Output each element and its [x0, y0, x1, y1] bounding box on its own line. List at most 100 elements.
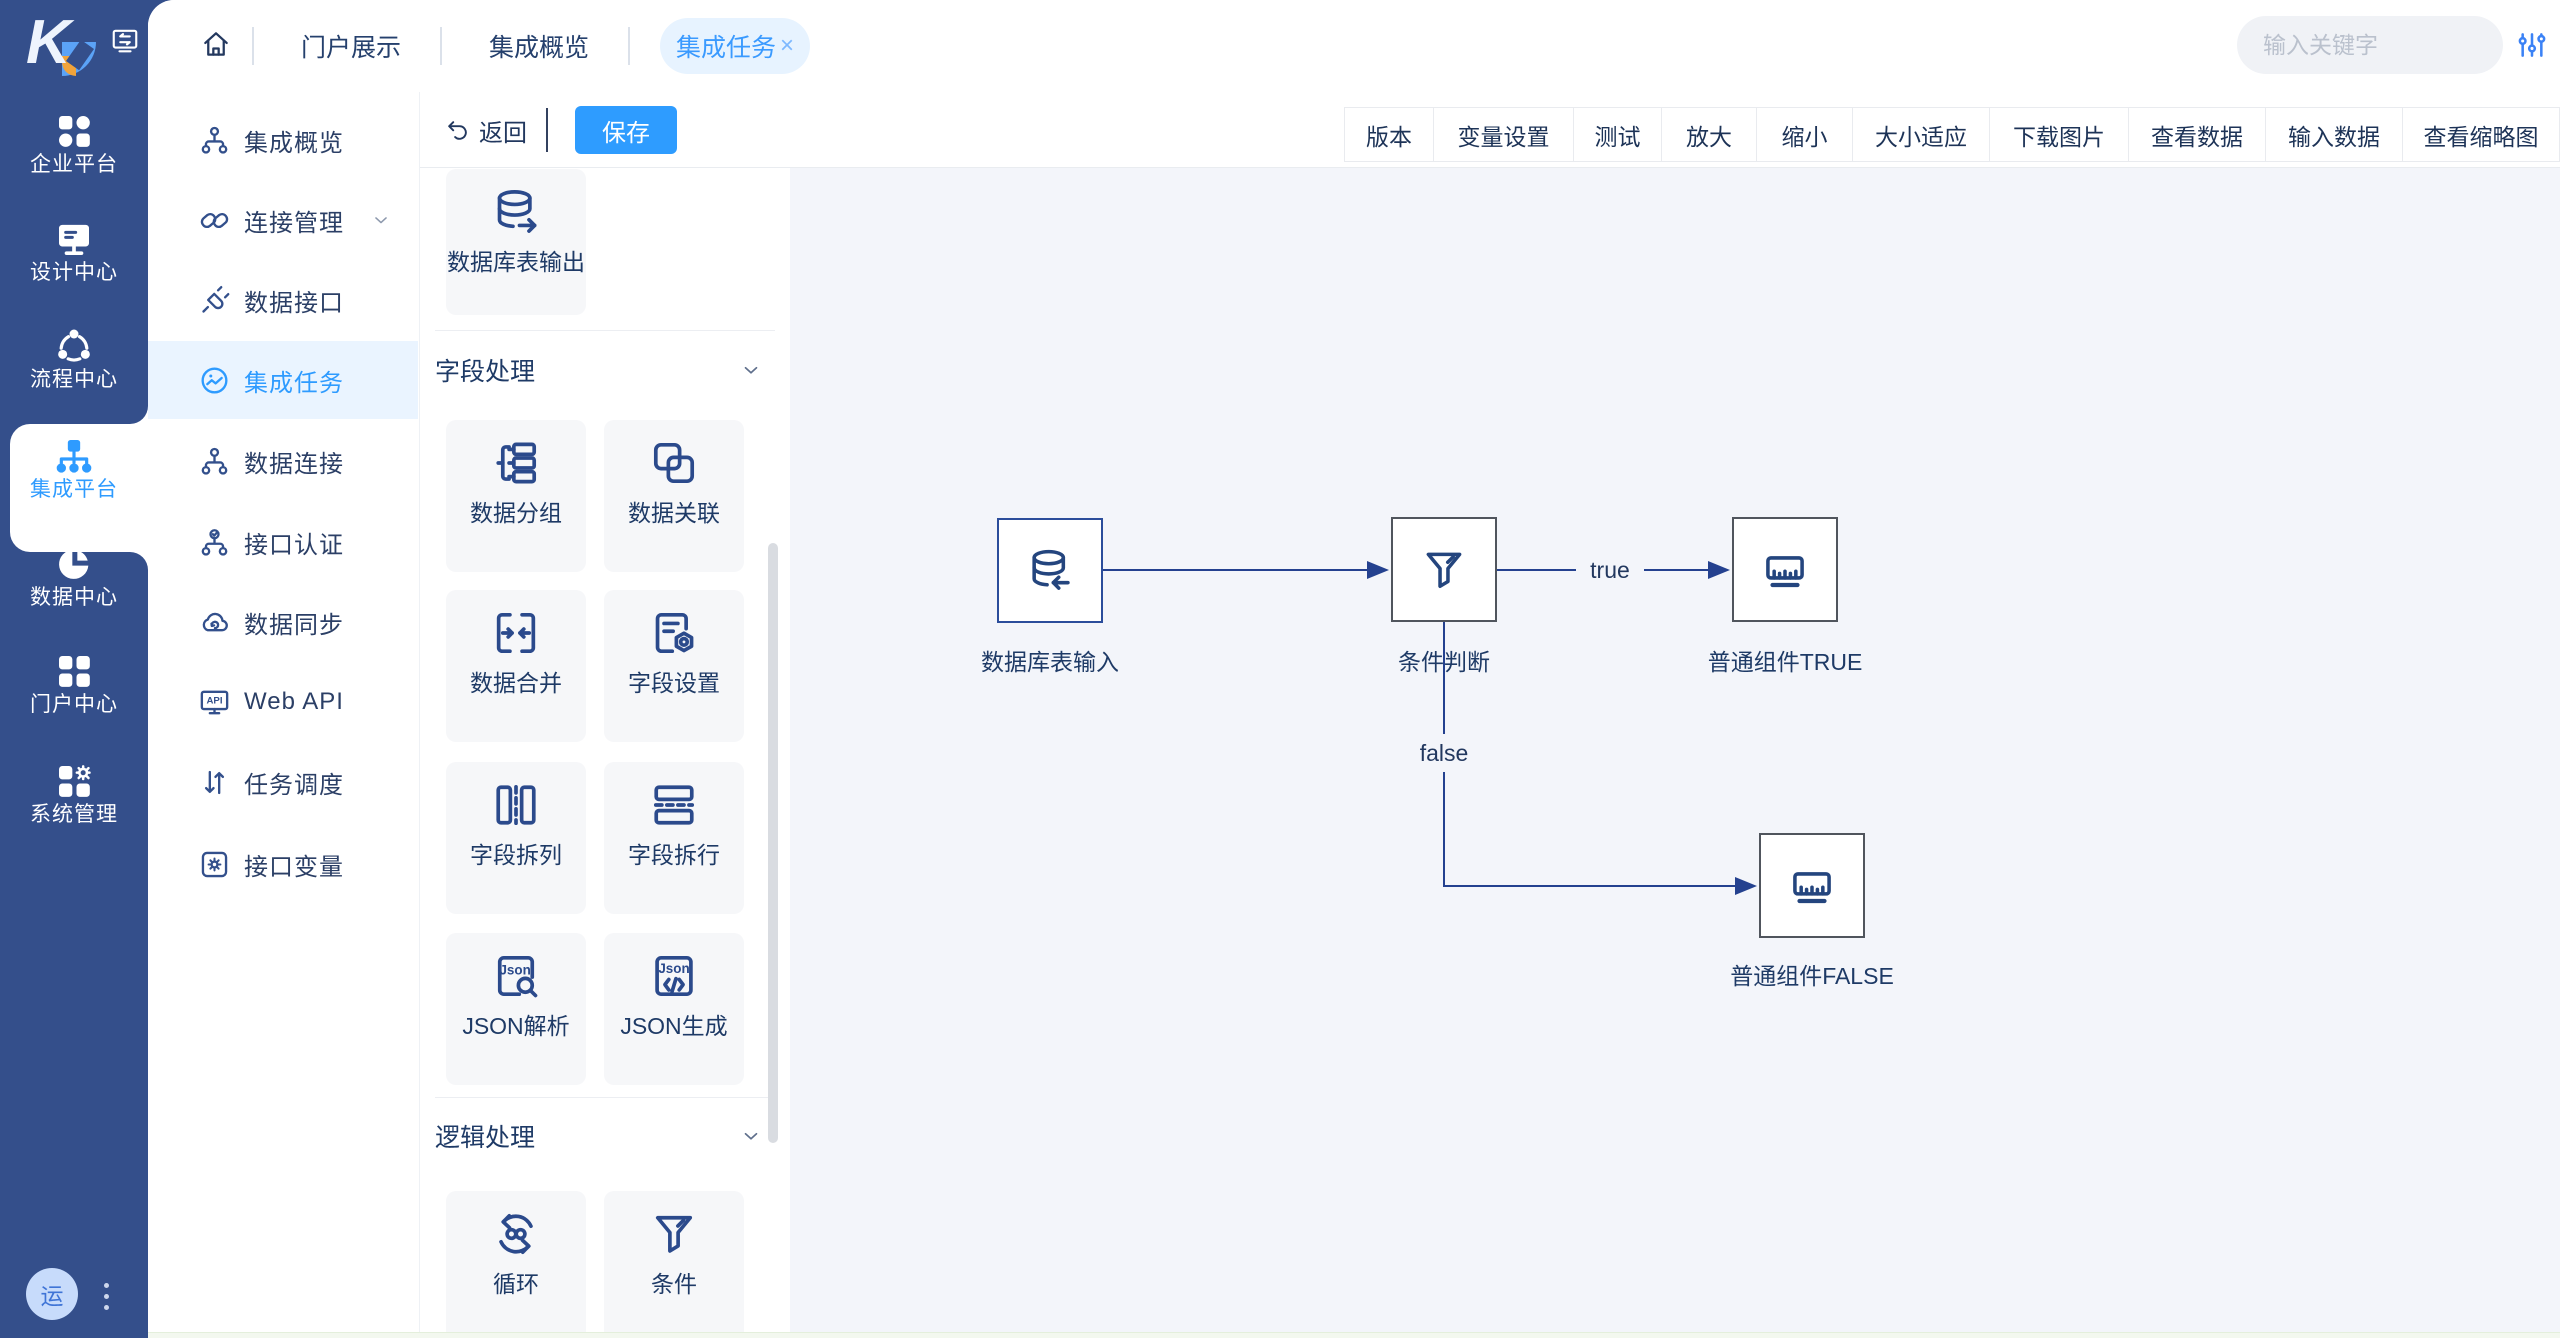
- task-icon: [198, 364, 231, 397]
- palette-item-data-merge[interactable]: 数据合并: [446, 590, 586, 742]
- design-center-icon: [54, 219, 94, 259]
- apps-icon: [54, 111, 94, 151]
- node-label: 普通组件FALSE: [1730, 963, 1894, 989]
- download-image-button[interactable]: 下载图片: [1989, 108, 2128, 161]
- tab-notch: [130, 552, 148, 570]
- menu-item-label: 集成任务: [244, 369, 344, 397]
- menu-item-task-schedule[interactable]: 任务调度: [148, 743, 418, 821]
- palette-scrollbar[interactable]: [768, 543, 778, 1143]
- back-button[interactable]: 返回: [444, 112, 527, 148]
- zoom-in-button[interactable]: 放大: [1661, 108, 1756, 161]
- flow-canvas[interactable]: 数据库表输入 条件判断 普通组件TRUE 普通组件FALSE true fals…: [790, 168, 2560, 1332]
- test-button[interactable]: 测试: [1573, 108, 1661, 161]
- menu-item-data-connection[interactable]: 数据连接: [148, 422, 418, 500]
- sidebar-item-enterprise[interactable]: 企业平台: [0, 111, 148, 177]
- palette-item-label: 条件: [651, 1271, 697, 1297]
- bottom-strip: [148, 1332, 2560, 1338]
- menu-item-data-sync[interactable]: 数据同步: [148, 583, 418, 661]
- palette-item-data-relate[interactable]: 数据关联: [604, 420, 744, 572]
- palette-item-data-group[interactable]: 数据分组: [446, 420, 586, 572]
- palette-item-split-column[interactable]: 字段拆列: [446, 762, 586, 914]
- sidebar-item-process-center[interactable]: 流程中心: [0, 326, 148, 392]
- version-button[interactable]: 版本: [1366, 123, 1412, 150]
- menu-item-label: 数据连接: [244, 450, 344, 478]
- sidebar-collapse-icon[interactable]: [110, 26, 140, 56]
- primary-sidebar: K 企业平台 设计中心 流程中心 集成平台 数据中心 门户中心: [0, 0, 148, 1338]
- filter-sliders-icon[interactable]: [2516, 29, 2548, 61]
- palette-item-condition[interactable]: 条件: [604, 1191, 744, 1332]
- menu-item-integration-overview[interactable]: 集成概览: [148, 101, 418, 179]
- work-area: 返回 保存 版本 变量设置 测试 放大 缩小 大小适应 下载图片 查看数据 输入…: [420, 92, 2560, 1332]
- node-component-true[interactable]: [1732, 517, 1838, 622]
- json-generate-icon: Json: [648, 950, 700, 1002]
- user-avatar[interactable]: 运: [26, 1268, 78, 1320]
- sidebar-item-integration-platform[interactable]: 集成平台: [0, 436, 148, 502]
- palette-item-json-generate[interactable]: Json JSON生成: [604, 933, 744, 1085]
- split-row-icon: [648, 779, 700, 831]
- menu-item-connection-management[interactable]: 连接管理: [148, 181, 418, 259]
- view-data-button[interactable]: 查看数据: [2128, 108, 2265, 161]
- cloud-sync-icon: [198, 606, 231, 639]
- designer-content: 数据库表输出 字段处理 数据分组 数据关联: [420, 168, 2560, 1332]
- sidebar-item-label: 设计中心: [30, 261, 118, 284]
- org-icon: [198, 124, 231, 157]
- header-separator: [252, 27, 254, 65]
- search-input[interactable]: [2263, 31, 2559, 59]
- palette-item-split-row[interactable]: 字段拆行: [604, 762, 744, 914]
- palette-item-json-parse[interactable]: Json JSON解析: [446, 933, 586, 1085]
- section-logic-processing[interactable]: 逻辑处理: [435, 1116, 775, 1156]
- flow-edges: [1103, 561, 1757, 895]
- tab-notch: [130, 406, 148, 424]
- sidebar-item-system-management[interactable]: 系统管理: [0, 761, 148, 827]
- chevron-down-icon: [370, 209, 392, 231]
- sidebar-item-design-center[interactable]: 设计中心: [0, 219, 148, 285]
- palette-item-loop[interactable]: 循环: [446, 1191, 586, 1332]
- org-icon: [198, 445, 231, 478]
- content-panel: 门户展示 集成概览 集成任务 × 集成概览 连接管理: [148, 0, 2560, 1332]
- node-label: 条件判断: [1398, 649, 1490, 675]
- sidebar-item-portal-center[interactable]: 门户中心: [0, 651, 148, 717]
- sidebar-item-label: 数据中心: [30, 586, 118, 609]
- db-output-icon: [490, 186, 542, 238]
- view-thumbnail-button[interactable]: 查看缩略图: [2402, 108, 2559, 161]
- data-center-icon: [54, 544, 94, 584]
- tab-integration-task-active[interactable]: 集成任务 ×: [660, 18, 810, 74]
- node-label: 数据库表输入: [981, 649, 1119, 675]
- svg-text:Json: Json: [658, 961, 689, 976]
- menu-item-web-api[interactable]: API Web API: [148, 663, 418, 741]
- tab-portal-display[interactable]: 门户展示: [300, 34, 401, 62]
- input-data-button[interactable]: 输入数据: [2265, 108, 2402, 161]
- more-options-icon[interactable]: [96, 1276, 116, 1316]
- menu-item-label: 接口认证: [244, 531, 344, 559]
- db-input-icon: [1025, 546, 1075, 596]
- section-field-processing[interactable]: 字段处理: [435, 350, 775, 390]
- secondary-sidebar: 集成概览 连接管理 数据接口 集成任务 数据连接 接口认证: [148, 92, 420, 1332]
- close-icon[interactable]: ×: [780, 32, 795, 59]
- portal-center-icon: [54, 651, 94, 691]
- palette-item-label: 数据分组: [470, 500, 562, 526]
- menu-item-integration-task[interactable]: 集成任务: [148, 341, 418, 419]
- node-db-input[interactable]: [997, 518, 1103, 623]
- node-component-false[interactable]: [1759, 833, 1865, 938]
- palette-item-label: 数据合并: [470, 670, 562, 696]
- menu-item-label: Web API: [244, 688, 344, 715]
- menu-item-interface-variable[interactable]: 接口变量: [148, 825, 418, 903]
- palette-item-field-settings[interactable]: 字段设置: [604, 590, 744, 742]
- merge-icon: [490, 607, 542, 659]
- sidebar-item-data-center[interactable]: 数据中心: [0, 544, 148, 610]
- menu-item-interface-auth[interactable]: 接口认证: [148, 503, 418, 581]
- palette-item-label: JSON解析: [462, 1013, 570, 1039]
- top-header: 门户展示 集成概览 集成任务 ×: [148, 0, 2560, 92]
- save-button[interactable]: 保存: [575, 106, 677, 154]
- menu-item-data-interface[interactable]: 数据接口: [148, 261, 418, 339]
- palette-item-db-output[interactable]: 数据库表输出: [446, 169, 586, 315]
- home-icon[interactable]: [200, 28, 232, 60]
- json-parse-icon: Json: [490, 950, 542, 1002]
- fit-size-button[interactable]: 大小适应: [1852, 108, 1989, 161]
- variable-settings-button[interactable]: 变量设置: [1433, 108, 1573, 161]
- tab-integration-overview[interactable]: 集成概览: [488, 34, 589, 62]
- field-settings-icon: [648, 607, 700, 659]
- node-condition[interactable]: [1391, 517, 1497, 622]
- zoom-out-button[interactable]: 缩小: [1756, 108, 1852, 161]
- loop-icon: [490, 1208, 542, 1260]
